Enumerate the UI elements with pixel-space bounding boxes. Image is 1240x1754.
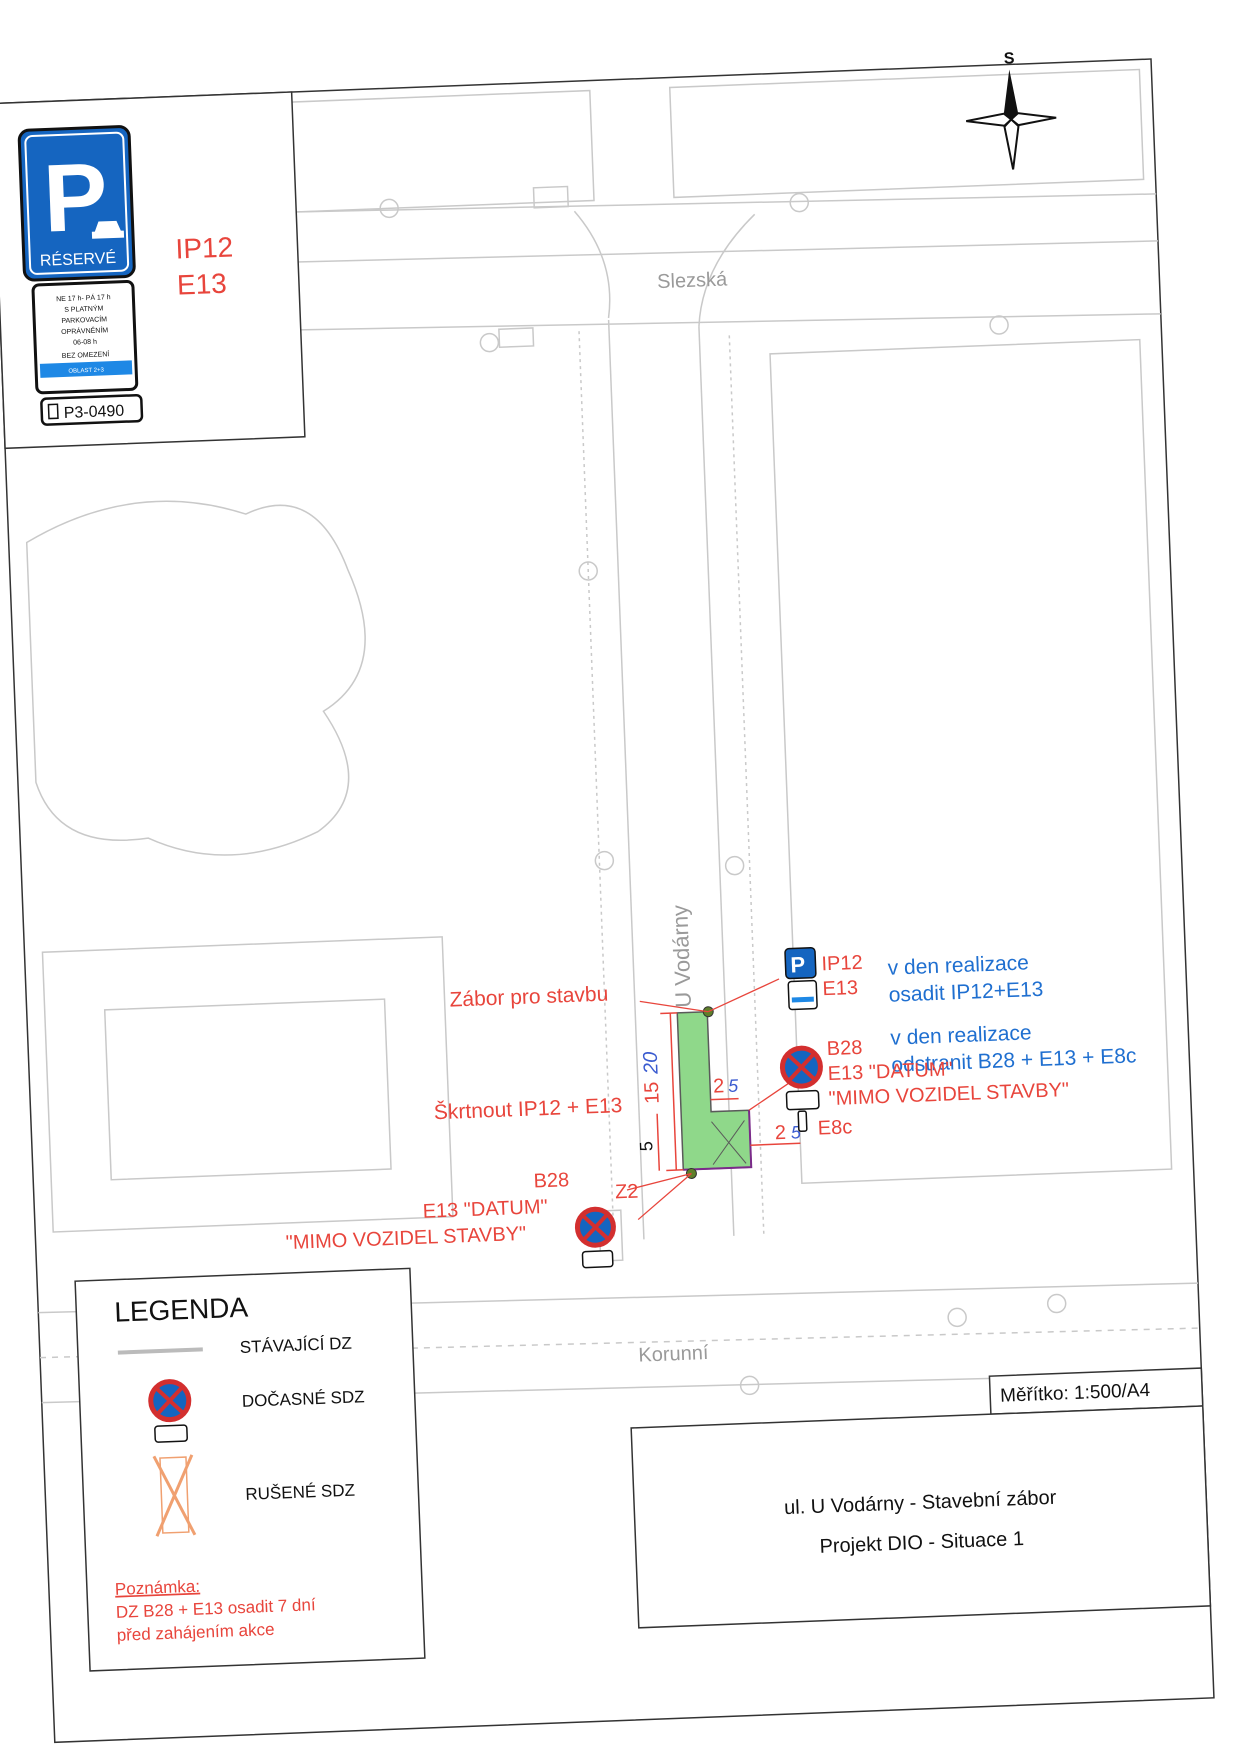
svg-text:P: P	[790, 952, 806, 978]
legend-title: LEGENDA	[114, 1292, 249, 1328]
dim-width-bottom-hand: 5	[791, 1122, 803, 1142]
plate-line-6: BEZ OMEZENÍ	[62, 349, 110, 360]
blue-note-1-line-1: v den realizace	[887, 951, 1029, 979]
street-name-u-vodarny: U Vodárny	[667, 905, 696, 1009]
title-block	[630, 1405, 1212, 1629]
legend-item-cancelled: RUŠENÉ SDZ	[245, 1481, 355, 1504]
plate-line-4: OPRÁVNĚNÍM	[61, 325, 109, 336]
z2-label: Z2	[615, 1181, 639, 1204]
dim-length-hand: 20	[640, 1051, 663, 1075]
upper-sign-code-e13: E13	[822, 977, 858, 1000]
dimension-lines	[656, 1012, 801, 1172]
legend-item-temporary: DOČASNÉ SDZ	[241, 1387, 364, 1411]
upper-sign-code-ip12: IP12	[821, 952, 863, 976]
e8c-label: E8c	[817, 1116, 852, 1139]
right-sign-line-2: E13 "DATUM"	[827, 1058, 953, 1085]
plate-zone: OBLAST 2+3	[68, 367, 104, 374]
left-b28-sign-icon	[574, 1206, 616, 1269]
street-name-korunni: Korunní	[638, 1342, 709, 1367]
legend-frame	[74, 1267, 426, 1672]
blue-note-2-line-1: v den realizace	[890, 1021, 1032, 1049]
compass-label: S	[1004, 50, 1016, 67]
panel-code-ip12: IP12	[175, 231, 234, 264]
left-sign-line-2: E13 "DATUM"	[422, 1196, 548, 1223]
upper-ip12-sign-icon: P	[784, 946, 818, 1011]
dim-width-bottom: 2	[775, 1122, 787, 1144]
temporary-sign-icon	[148, 1379, 192, 1443]
legend-note-title: Poznámka:	[115, 1577, 201, 1599]
compass-rose-icon: S	[966, 50, 1057, 170]
parking-sign-icon	[17, 125, 136, 282]
phone-icon	[47, 403, 59, 420]
legend: LEGENDA STÁVAJÍCÍ DZ DOČASNÉ SDZ RUŠENÉ …	[74, 1267, 426, 1672]
plate-line-5: 06-08 h	[73, 339, 97, 347]
dim-width-top-hand: 5	[728, 1076, 740, 1096]
sheet: Slezská U Vodárny Korunní S P RÉSERVÉ NE…	[0, 50, 1215, 1744]
dim-short: 5	[636, 1141, 656, 1152]
code-plate	[40, 393, 144, 426]
legend-existing-dz-swatch	[117, 1347, 203, 1355]
plate-code: P3-0490	[63, 403, 124, 422]
reserve-label: RÉSERVÉ	[40, 248, 117, 270]
plate-line-3: PARKOVACÍM	[61, 314, 107, 325]
plate-zone-bar	[39, 360, 133, 378]
sign-panel: P RÉSERVÉ NE 17 h- PÁ 17 h S PLATNÝM PAR…	[0, 91, 306, 450]
car-icon	[91, 220, 125, 239]
street-name-slezska: Slezská	[657, 268, 729, 293]
dim-width-top: 2	[713, 1075, 725, 1097]
right-b28-sign-icon	[779, 1045, 823, 1132]
plate-line-2: S PLATNÝM	[64, 303, 104, 314]
dim-length: 15	[641, 1081, 664, 1104]
leader-lines	[626, 978, 789, 1221]
left-sign-line-1: B28	[533, 1169, 569, 1192]
plate-line-1: NE 17 h- PÁ 17 h	[56, 292, 111, 303]
cancelled-sign-icon	[152, 1454, 197, 1537]
right-sign-line-1: B28	[826, 1037, 862, 1060]
panel-code-e13: E13	[176, 268, 227, 301]
legend-item-existing: STÁVAJÍCÍ DZ	[239, 1334, 352, 1357]
